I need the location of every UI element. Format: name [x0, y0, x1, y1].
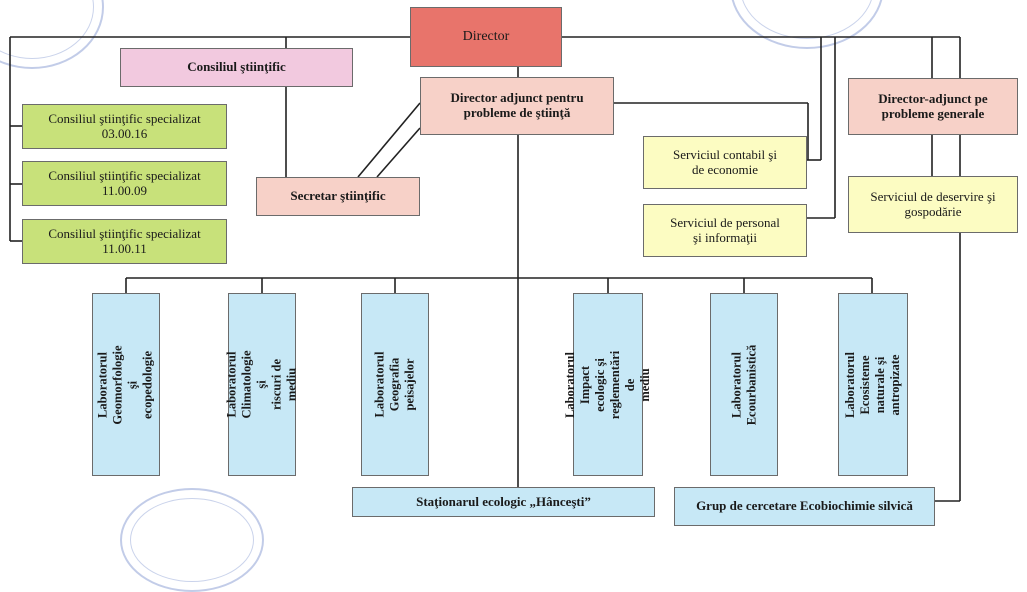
laborator-box: Laboratorul Geografia peisajelor: [361, 293, 429, 476]
laborator-box: Laboratorul Climatologie şi riscuri de m…: [225, 293, 299, 476]
serviciul-deservire-box: Serviciul de deservire şi gospodărie: [848, 176, 1018, 233]
director-adjunct-stiinta-label: Director adjunct pentru probleme de ştii…: [450, 90, 584, 120]
connector-lines: [9, 36, 961, 502]
consiliu-specializat-box: Consiliul ştiinţific specializat 11.00.0…: [22, 161, 227, 206]
grup-cercetare-label: Grup de cercetare Ecobiochimie silvică: [696, 498, 913, 514]
serviciul-contabil-box: Serviciul contabil şi de economie: [643, 136, 807, 189]
director-label: Director: [462, 28, 510, 44]
connector-line: [357, 102, 421, 178]
director-adjunct-generale-label: Director-adjunct pe probleme generale: [878, 90, 988, 121]
serviciul-personal-label: Serviciul de personal şi informaţii: [670, 214, 780, 245]
secretar-stiintific-label: Secretar ştiinţific: [290, 188, 386, 204]
serviciul-personal-box: Serviciul de personal şi informaţii: [643, 204, 807, 257]
connector-line: [376, 127, 421, 178]
laborator-box: Laboratorul Impact ecologic şi reglement…: [563, 293, 652, 476]
grup-cercetare-box: Grup de cercetare Ecobiochimie silvică: [674, 487, 935, 526]
director-adjunct-stiinta-box: Director adjunct pentru probleme de ştii…: [420, 77, 614, 135]
consiliu-specializat-box: Consiliul ştiinţific specializat 03.00.1…: [22, 104, 227, 149]
consiliul-stiintific-box: Consiliul ştiinţific: [120, 48, 353, 87]
director-box: Director: [410, 7, 562, 67]
laborator-label: Laboratorul Ecourbanistică: [729, 344, 758, 425]
laborator-label: Laboratorul Geomorfologie şi ecopedologi…: [96, 344, 156, 425]
consiliu-specializat-label: Consiliul ştiinţific specializat 11.00.1…: [48, 225, 201, 256]
laborator-label: Laboratorul Impact ecologic şi reglement…: [563, 350, 653, 419]
laborator-label: Laboratorul Climatologie şi riscuri de m…: [224, 350, 299, 419]
consiliul-stiintific-label: Consiliul ştiinţific: [187, 59, 286, 75]
serviciul-deservire-label: Serviciul de deservire şi gospodărie: [870, 188, 996, 219]
laborator-box: Laboratorul Ecourbanistică: [710, 293, 778, 476]
secretar-stiintific-box: Secretar ştiinţific: [256, 177, 420, 216]
laborator-label: Laboratorul Geografia peisajelor: [372, 351, 417, 418]
consiliu-specializat-box: Consiliul ştiinţific specializat 11.00.1…: [22, 219, 227, 264]
laborator-box: Laboratorul Ecosisteme naturale şi antro…: [838, 293, 908, 476]
stationarul-ecologic-box: Staţionarul ecologic „Hânceşti”: [352, 487, 655, 517]
consiliu-specializat-label: Consiliul ştiinţific specializat 03.00.1…: [48, 110, 201, 141]
serviciul-contabil-label: Serviciul contabil şi de economie: [673, 146, 777, 177]
consiliu-specializat-label: Consiliul ştiinţific specializat 11.00.0…: [48, 167, 201, 198]
director-adjunct-generale-box: Director-adjunct pe probleme generale: [848, 78, 1018, 135]
laborator-label: Laboratorul Ecosisteme naturale şi antro…: [843, 351, 903, 418]
laborator-box: Laboratorul Geomorfologie şi ecopedologi…: [92, 293, 160, 476]
stationarul-ecologic-label: Staţionarul ecologic „Hânceşti”: [416, 493, 591, 509]
